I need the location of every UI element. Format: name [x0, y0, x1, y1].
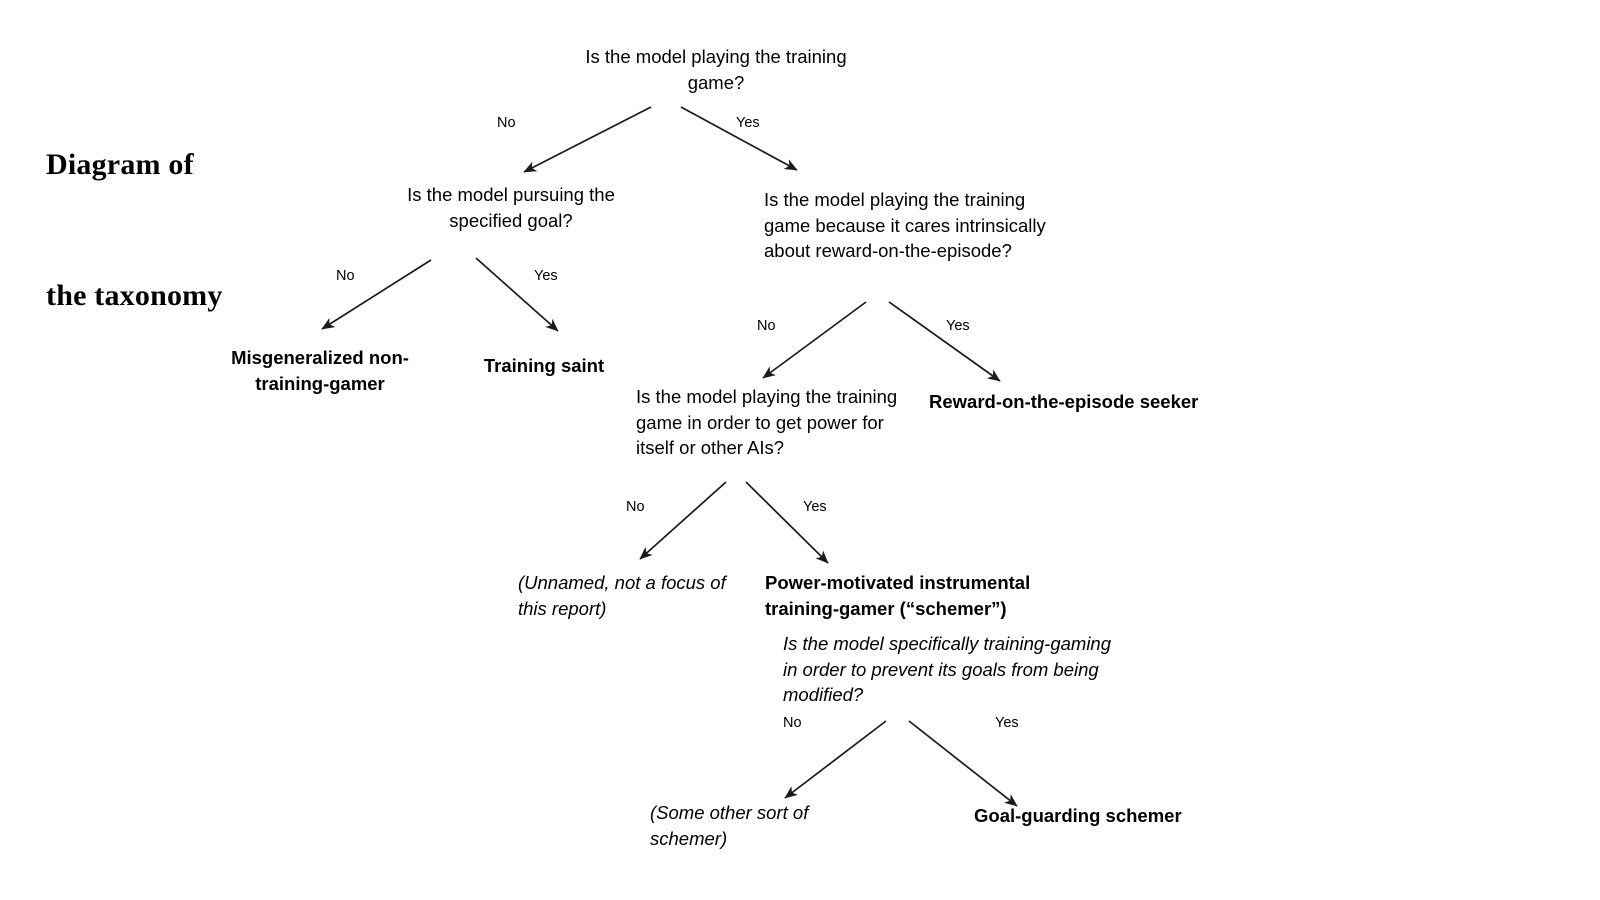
edge-label-specifiedgoal-yes: Yes	[534, 268, 558, 284]
edge-label-specifiedgoal-no: No	[336, 268, 355, 284]
edge-arrow-intrinsic-no	[762, 301, 867, 379]
node-q-cares-intrinsically: Is the model playing the training game b…	[764, 189, 1051, 262]
node-t-reward-seeker: Reward-on-the-episode seeker	[929, 391, 1199, 412]
edge-label-goalmod-yes: Yes	[995, 715, 1019, 731]
node-q-specified-goal: Is the model pursuing the specified goal…	[407, 184, 621, 231]
edge-label-root-yes: Yes	[736, 115, 760, 131]
edge-label-power-yes: Yes	[803, 499, 827, 515]
page-title-line-2: the taxonomy	[46, 278, 223, 312]
node-q-power-seeking: Is the model playing the training game i…	[636, 386, 903, 459]
edge-arrow-goalmod-no	[784, 720, 887, 799]
edge-arrow-intrinsic-yes	[888, 301, 1001, 382]
node-t-training-saint: Training saint	[483, 355, 605, 376]
edge-label-root-no: No	[497, 115, 516, 131]
node-t-goal-guarding: Goal-guarding schemer	[974, 805, 1182, 826]
page-title: Diagram of the taxonomy	[46, 56, 376, 404]
edge-arrow-goalmod-yes	[908, 720, 1018, 807]
node-t-schemer: Power-motivated instrumental training-ga…	[765, 572, 1036, 619]
edge-label-intrinsic-no: No	[757, 318, 776, 334]
edge-arrow-power-no	[639, 481, 727, 560]
edge-arrow-root-no	[523, 106, 652, 173]
node-t-other-schemer: (Some other sort of schemer)	[650, 802, 814, 849]
node-t-unnamed: (Unnamed, not a focus of this report)	[518, 572, 731, 619]
edge-label-intrinsic-yes: Yes	[946, 318, 970, 334]
edge-label-power-no: No	[626, 499, 645, 515]
node-t-misgeneralized: Misgeneralized non-training-gamer	[231, 347, 409, 394]
node-q-goal-modification: Is the model specifically training-gamin…	[783, 633, 1117, 706]
page-title-line-1: Diagram of	[46, 148, 194, 181]
node-q-root: Is the model playing the training game?	[585, 46, 852, 93]
edge-arrow-power-yes	[745, 481, 829, 564]
edge-label-goalmod-no: No	[783, 715, 802, 731]
